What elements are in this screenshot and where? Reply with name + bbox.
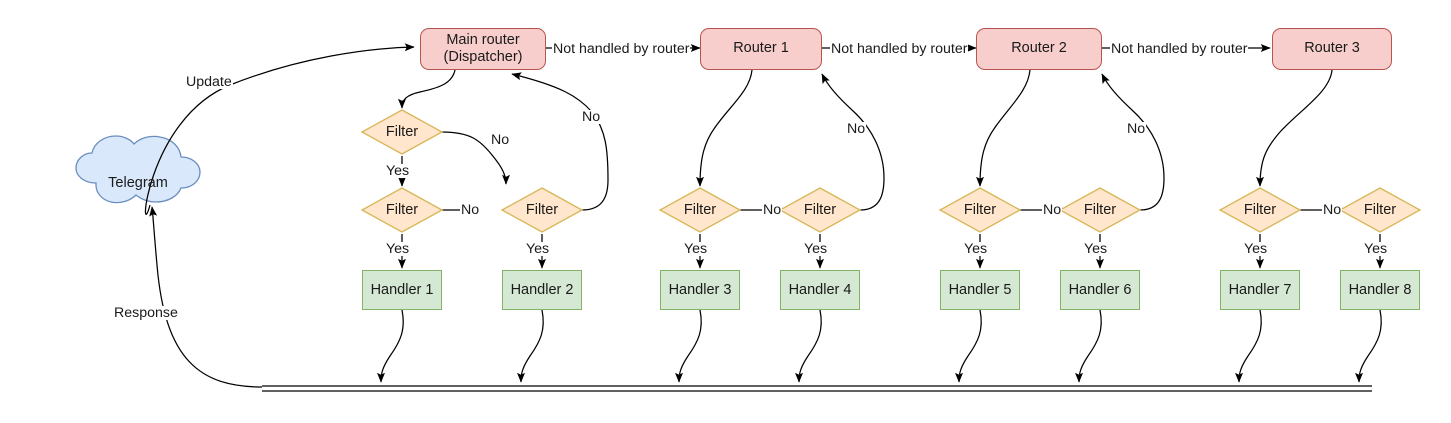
edge-label-yes-6: Yes [963, 241, 989, 257]
node-handler-4[interactable]: Handler 4 [780, 270, 860, 310]
handler-1-label: Handler 1 [370, 282, 434, 298]
handler-4-label: Handler 4 [788, 282, 852, 298]
edge-label-response: Response [113, 305, 179, 321]
edge-main-to-filter-a [398, 69, 456, 109]
node-handler-7[interactable]: Handler 7 [1220, 270, 1300, 310]
node-handler-5[interactable]: Handler 5 [940, 270, 1020, 310]
filter-5-shape [938, 187, 1022, 233]
node-handler-1[interactable]: Handler 1 [362, 270, 442, 310]
edge-label-no-r3-chain: No [1322, 202, 1343, 218]
node-handler-6[interactable]: Handler 6 [1060, 270, 1140, 310]
edge-filter-6-no-back [1101, 73, 1165, 211]
edge-label-no-r1-chain: No [762, 202, 783, 218]
edge-handler5-to-bus [955, 309, 982, 383]
node-router-2[interactable]: Router 2 [976, 28, 1102, 70]
handler-7-label: Handler 7 [1228, 282, 1292, 298]
edge-label-not-handled-3: Not handled by router [1110, 41, 1249, 57]
filter-6-shape [1058, 187, 1142, 233]
edge-label-yes-7: Yes [1083, 241, 1109, 257]
edge-label-yes-1: Yes [385, 163, 411, 179]
filter-a-shape [360, 109, 444, 155]
node-router-3[interactable]: Router 3 [1272, 28, 1392, 70]
node-handler-8[interactable]: Handler 8 [1340, 270, 1420, 310]
edge-handler7-to-bus [1235, 309, 1262, 383]
router-2-label: Router 2 [1011, 40, 1067, 57]
main-router-label-line2: (Dispatcher) [443, 49, 523, 65]
edge-label-yes-4: Yes [683, 241, 709, 257]
node-router-1[interactable]: Router 1 [700, 28, 822, 70]
edge-label-no-main-chain: No [460, 202, 481, 218]
edge-r3-to-filter-7 [1256, 69, 1333, 187]
edge-label-not-handled-1: Not handled by router [552, 41, 691, 57]
edge-filter-4-no-back [821, 73, 885, 211]
edge-label-update: Update [185, 74, 233, 90]
filter-4-shape [778, 187, 862, 233]
filter-7-shape [1218, 187, 1302, 233]
edge-label-no-r2-back: No [1126, 121, 1147, 137]
edge-label-no-r2-chain: No [1042, 202, 1063, 218]
edge-handler8-to-bus [1355, 309, 1382, 383]
handler-6-label: Handler 6 [1068, 282, 1132, 298]
node-main-router[interactable]: Main router (Dispatcher) [420, 28, 546, 70]
node-handler-2[interactable]: Handler 2 [502, 270, 582, 310]
edge-label-yes-9: Yes [1363, 241, 1389, 257]
edge-label-yes-2: Yes [385, 241, 411, 257]
filter-3-shape [658, 187, 742, 233]
edge-label-no-r1-back: No [846, 121, 867, 137]
edge-label-no-main-back: No [581, 109, 602, 125]
filter-2-shape [500, 187, 584, 233]
router-1-label: Router 1 [733, 40, 789, 57]
edge-handler4-to-bus [795, 309, 822, 383]
edge-handler1-to-bus [377, 309, 404, 383]
edge-label-yes-3: Yes [525, 241, 551, 257]
node-handler-3[interactable]: Handler 3 [660, 270, 740, 310]
edge-filter-2-no-back [511, 72, 609, 211]
edge-handler3-to-bus [675, 309, 702, 383]
handler-8-label: Handler 8 [1348, 282, 1412, 298]
edge-label-not-handled-2: Not handled by router [830, 41, 969, 57]
edge-filter-a-no [441, 131, 510, 185]
edge-r2-to-filter-5 [976, 69, 1031, 187]
edge-label-no-main-top: No [490, 132, 511, 148]
handler-5-label: Handler 5 [948, 282, 1012, 298]
router-3-label: Router 3 [1304, 40, 1360, 57]
main-router-label-line1: Main router [446, 31, 520, 48]
telegram-cloud-shape [75, 135, 201, 204]
edge-response [149, 206, 263, 388]
edge-handler6-to-bus [1075, 309, 1102, 383]
filter-8-shape [1338, 187, 1422, 233]
edge-handler2-to-bus [517, 309, 544, 383]
telegram-label: Telegram [108, 175, 168, 191]
edge-label-yes-8: Yes [1243, 241, 1269, 257]
edge-r1-to-filter-3 [696, 69, 753, 187]
edge-label-yes-5: Yes [803, 241, 829, 257]
handler-3-label: Handler 3 [668, 282, 732, 298]
filter-1-shape [360, 187, 444, 233]
handler-2-label: Handler 2 [510, 282, 574, 298]
